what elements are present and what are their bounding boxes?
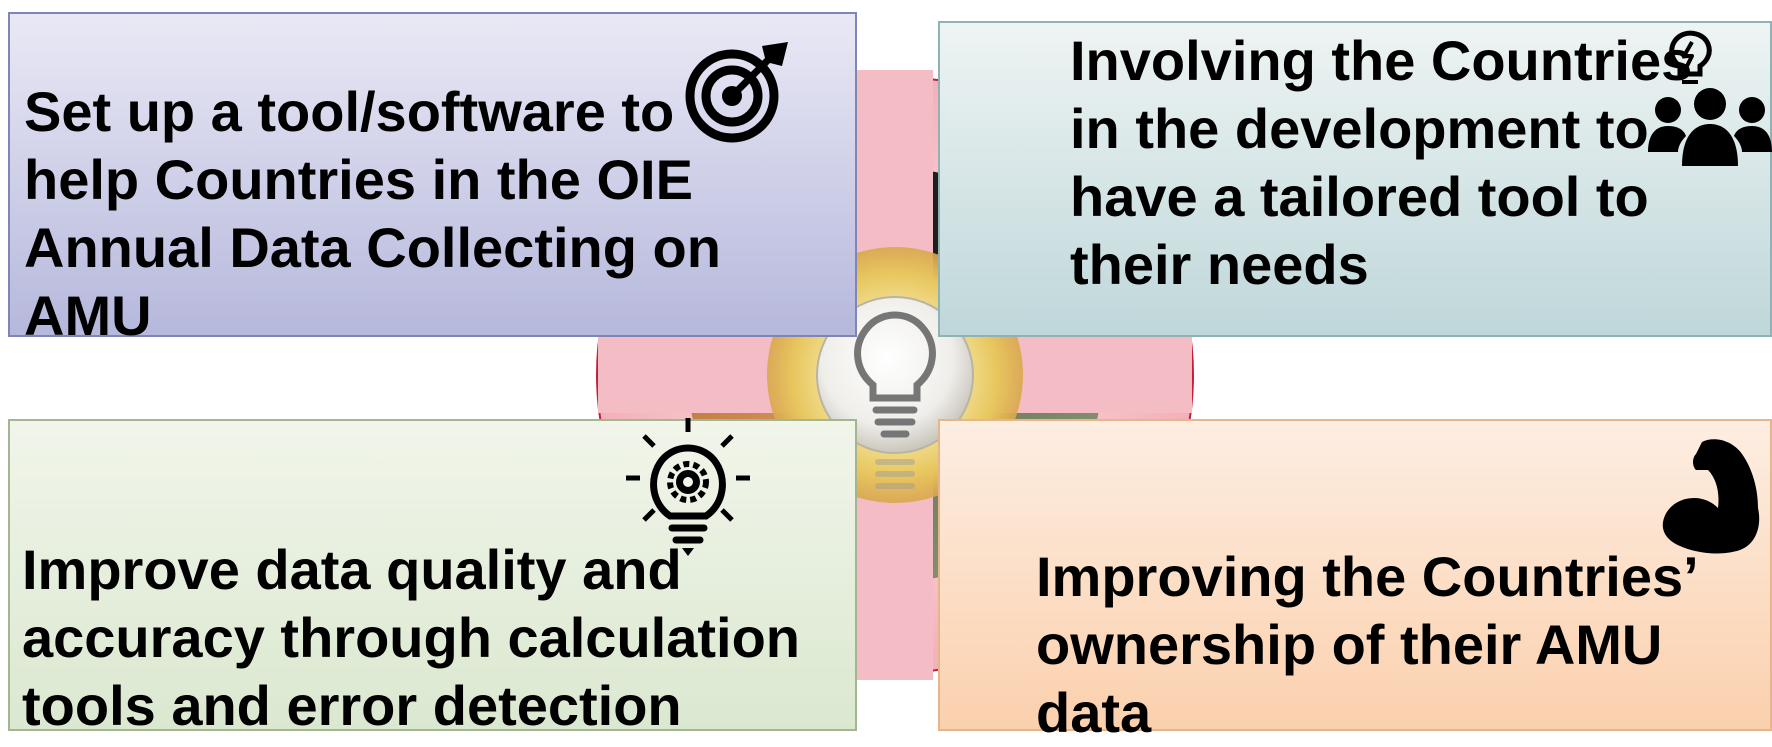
quadrant-bottom-left: Improve data quality and accuracy throug… bbox=[8, 419, 857, 737]
text-line: Improving the Countries’ bbox=[1036, 545, 1699, 608]
lightbulb-gear-icon bbox=[626, 418, 750, 556]
lightbulb-reflection bbox=[875, 459, 915, 489]
quadrant-top-left: Set up a tool/software to help Countries… bbox=[8, 12, 857, 347]
text-line: their needs bbox=[1070, 233, 1369, 296]
text-line: in the development to bbox=[1070, 97, 1649, 160]
quadrant-text: Improve data quality and accuracy throug… bbox=[22, 536, 800, 740]
text-line: AMU bbox=[24, 284, 152, 347]
text-line: Annual Data Collecting on bbox=[24, 216, 721, 279]
target-icon bbox=[685, 42, 788, 143]
text-line: Involving the Countries bbox=[1070, 29, 1693, 92]
quadrant-top-right: Involving the Countries in the developme… bbox=[938, 21, 1772, 337]
quadrant-text: Set up a tool/software to help Countries… bbox=[24, 78, 721, 350]
flexed-arm-icon bbox=[1662, 439, 1760, 554]
quadrant-text: Involving the Countries in the developme… bbox=[1070, 27, 1692, 299]
text-line: accuracy through calculation bbox=[22, 606, 800, 669]
text-line: have a tailored tool to bbox=[1070, 165, 1649, 228]
quadrant-bottom-right: Improving the Countries’ ownership of th… bbox=[938, 419, 1772, 744]
text-line: data bbox=[1036, 681, 1152, 744]
text-line: help Countries in the OIE bbox=[24, 148, 693, 211]
team-idea-icon bbox=[1648, 30, 1772, 166]
text-line: ownership of their AMU bbox=[1036, 613, 1663, 676]
text-line: Set up a tool/software to bbox=[24, 80, 675, 143]
text-line: Improve data quality and bbox=[22, 538, 682, 601]
lightbulb-icon bbox=[854, 311, 936, 438]
text-line: tools and error detection bbox=[22, 674, 682, 737]
quadrant-text: Improving the Countries’ ownership of th… bbox=[1036, 543, 1699, 747]
